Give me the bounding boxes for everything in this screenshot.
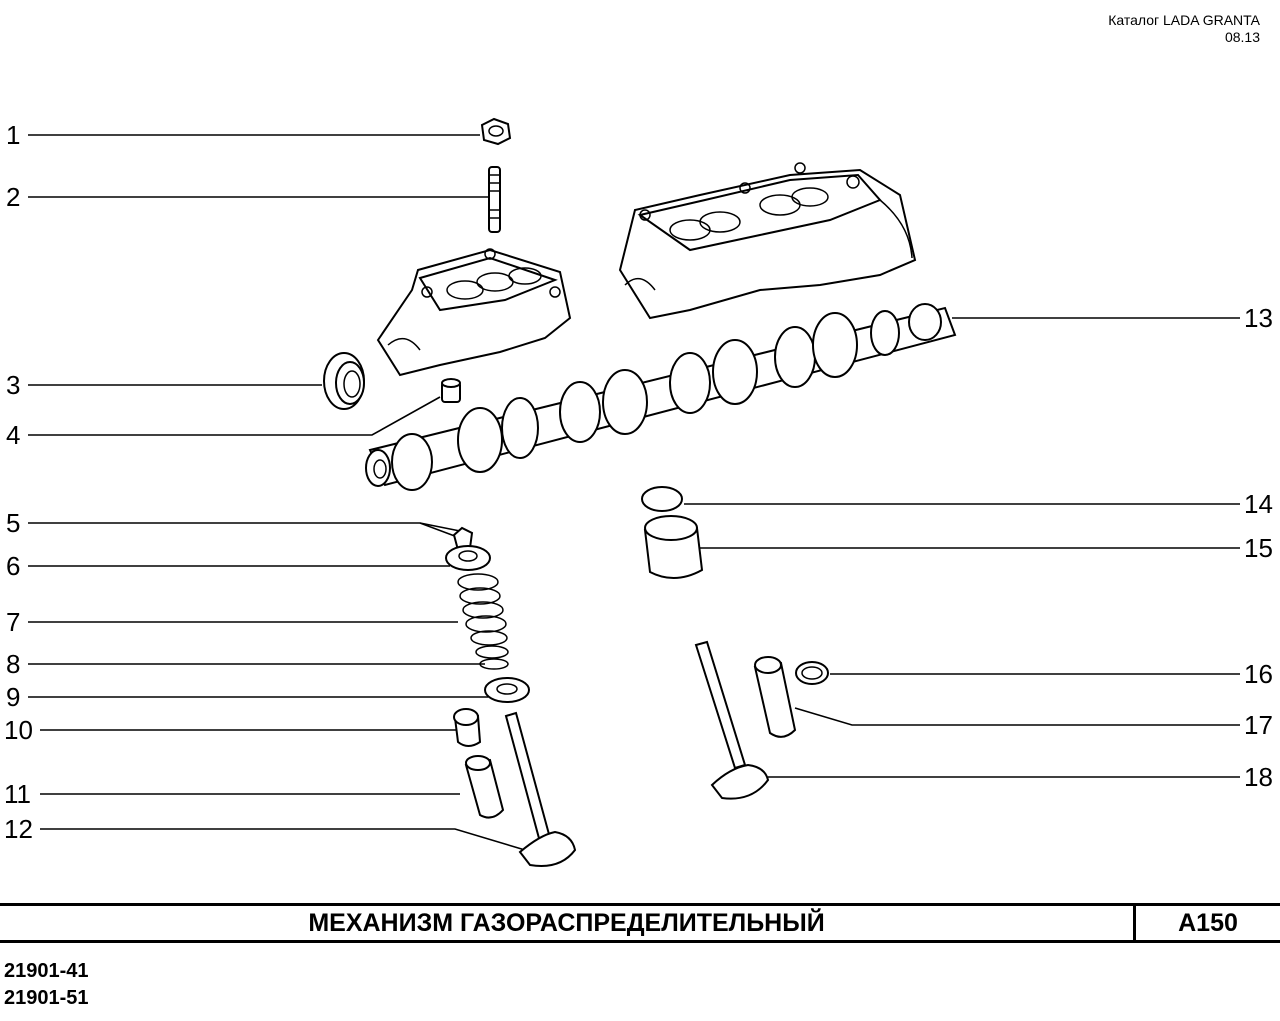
callout-18: 18 <box>1244 762 1273 792</box>
callout-12: 12 <box>4 814 33 844</box>
callout-11: 11 <box>4 779 31 809</box>
part-ring <box>795 661 829 685</box>
catalog-name: Каталог LADA GRANTA <box>1108 12 1260 28</box>
callout-8: 8 <box>6 649 21 679</box>
model-code: 21901-41 <box>4 960 89 982</box>
callout-4: 4 <box>6 420 21 450</box>
leader-lines <box>28 134 1240 851</box>
callout-7: 7 <box>6 607 21 637</box>
catalog-header: Каталог LADA GRANTA 08.13 <box>1108 12 1260 46</box>
part-valve-springs <box>457 573 509 670</box>
model-code: 21901-51 <box>4 987 89 1009</box>
callout-2: 2 <box>6 182 21 212</box>
leader-4 <box>28 396 441 436</box>
part-tappet <box>643 515 704 579</box>
part-valve-left <box>504 711 577 867</box>
section-code: А150 <box>1178 909 1238 937</box>
catalog-date: 08.13 <box>1224 29 1260 45</box>
title-bar: МЕХАНИЗМ ГАЗОРАСПРЕДЕЛИТЕЛЬНЫЙ А150 <box>0 903 1280 943</box>
callout-10: 10 <box>4 715 33 745</box>
callout-15: 15 <box>1244 533 1273 563</box>
leader-12 <box>40 828 526 851</box>
part-oil-seal <box>323 352 365 410</box>
part-bearing-cap-large <box>618 162 917 320</box>
part-bearing-cap-small <box>376 248 572 377</box>
callout-6: 6 <box>6 551 21 581</box>
callout-16: 16 <box>1244 659 1273 689</box>
callout-3: 3 <box>6 370 21 400</box>
part-bushing <box>441 378 461 403</box>
part-nut <box>480 117 512 146</box>
leader-17 <box>794 707 1240 726</box>
callout-14: 14 <box>1244 489 1273 519</box>
exploded-view-diagram <box>28 117 1240 867</box>
callout-5: 5 <box>6 508 21 538</box>
part-spring-seat <box>484 677 530 703</box>
callout-13: 13 <box>1244 303 1273 333</box>
part-valve-right <box>694 640 770 800</box>
callout-17: 17 <box>1244 710 1273 740</box>
title-divider <box>1133 906 1136 940</box>
callout-1: 1 <box>6 120 21 150</box>
model-list: 21901-41 21901-51 <box>4 958 89 1012</box>
part-spring-retainer <box>445 545 491 571</box>
part-valve-guide-right <box>753 656 797 738</box>
part-valve-stem-seal <box>453 708 482 747</box>
section-title: МЕХАНИЗМ ГАЗОРАСПРЕДЕЛИТЕЛЬНЫЙ <box>308 909 825 937</box>
leader-5 <box>28 522 461 539</box>
part-camshaft <box>365 303 957 491</box>
callout-9: 9 <box>6 682 21 712</box>
part-stud <box>488 166 501 233</box>
part-valve-guide-left <box>464 755 505 819</box>
part-shim <box>641 486 683 512</box>
